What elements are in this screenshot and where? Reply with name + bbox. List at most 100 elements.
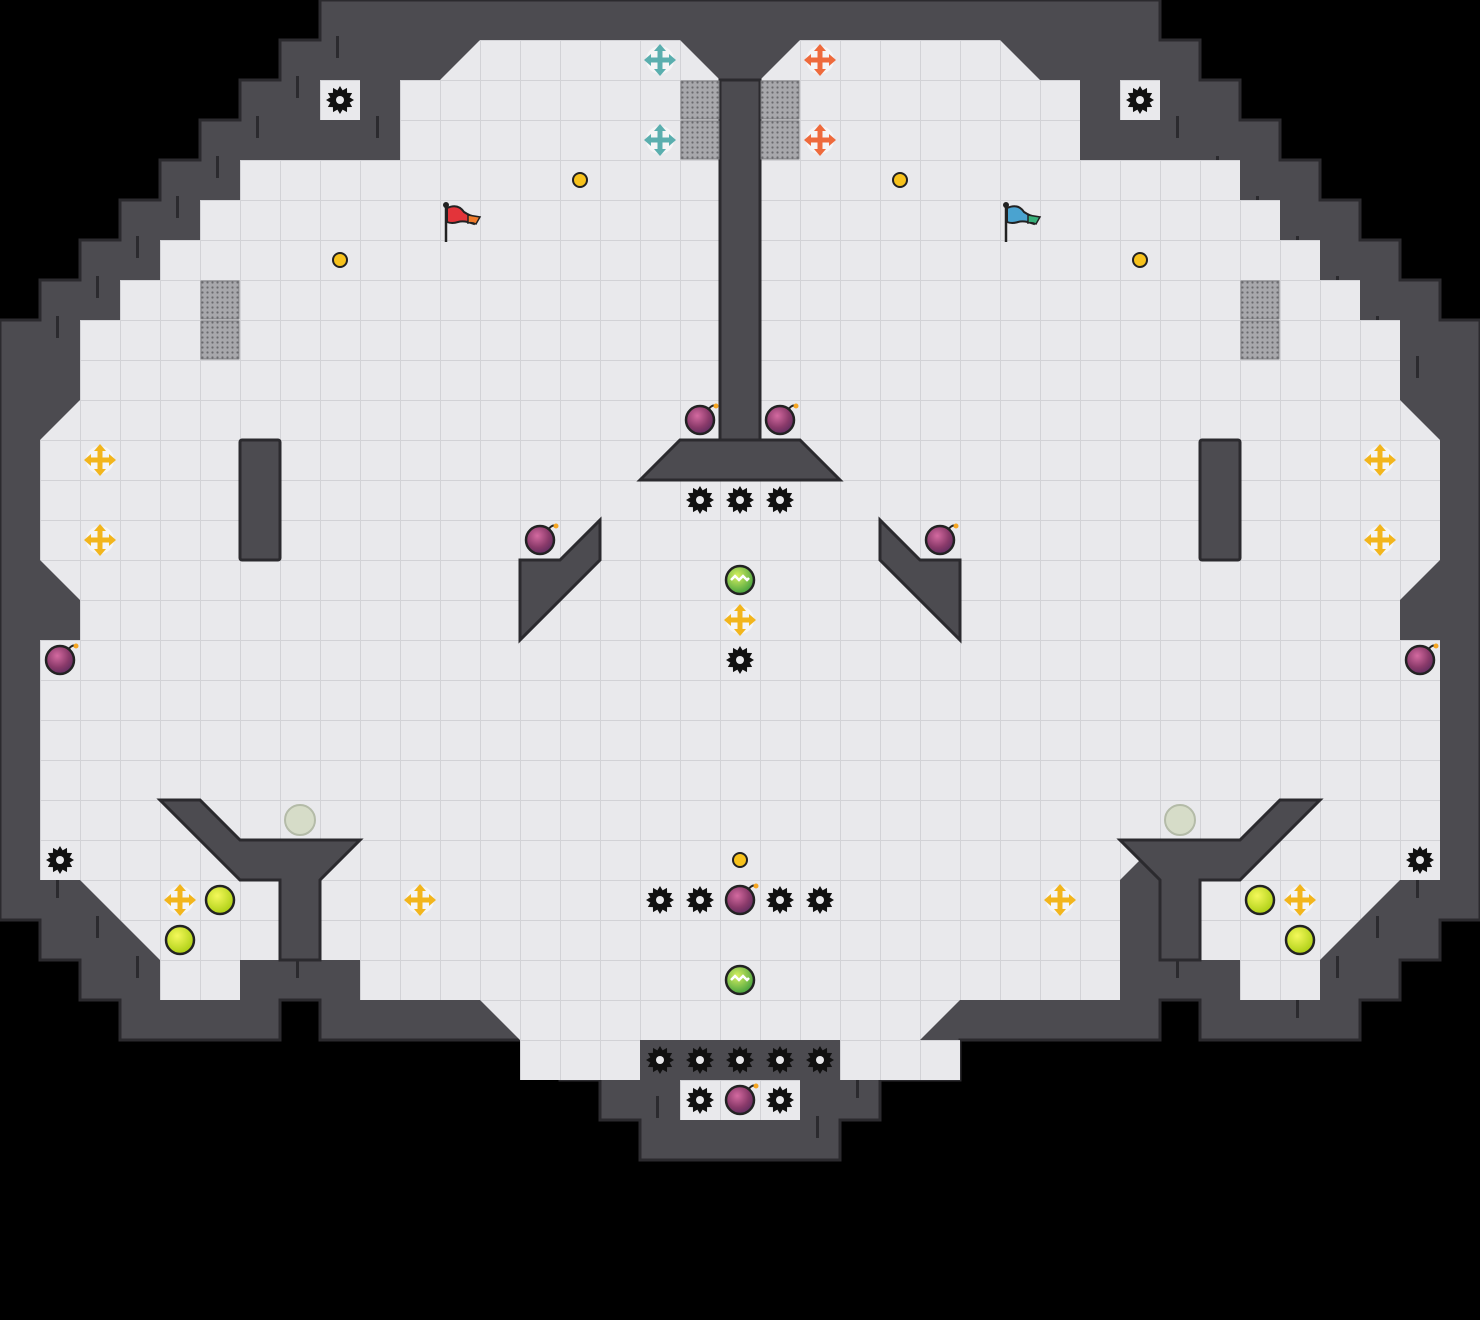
mine-center xyxy=(696,496,704,504)
spike-mine-icon xyxy=(1406,846,1434,874)
mesh-block xyxy=(760,80,800,120)
bomb-icon xyxy=(924,523,959,556)
spike-mine-icon xyxy=(686,886,714,914)
left-lower-wall xyxy=(156,798,364,962)
portal-icon xyxy=(284,804,316,836)
boost-arrowhead xyxy=(174,909,186,916)
mine-center xyxy=(776,1096,784,1104)
wall-tick xyxy=(1296,996,1299,1018)
boost-arrowhead xyxy=(734,604,746,611)
bomb-spark xyxy=(793,403,799,409)
boost-arrows-icon xyxy=(164,884,196,916)
boost-arrowhead xyxy=(429,894,436,906)
wall-tick xyxy=(136,956,139,978)
boost-arrowhead xyxy=(94,444,106,451)
gate-stripe xyxy=(730,574,750,582)
mine-center xyxy=(696,896,704,904)
boost-arrowhead xyxy=(1044,894,1051,906)
bomb-body xyxy=(724,884,756,916)
mine-center xyxy=(56,856,64,864)
boost-arrowhead xyxy=(669,54,676,66)
wall-tick xyxy=(1376,916,1379,938)
wall-tick xyxy=(656,1096,659,1118)
floor-notch-left xyxy=(520,1040,560,1080)
boost-arrowhead xyxy=(1374,469,1386,476)
boost-arrowhead xyxy=(829,134,836,146)
boost-arrowhead xyxy=(1374,444,1386,451)
bomb-body xyxy=(524,524,556,556)
wall-tick xyxy=(1416,356,1419,378)
wall-tick xyxy=(176,196,179,218)
bomb-spark xyxy=(953,523,959,529)
spike-mine-icon xyxy=(766,1086,794,1114)
mesh-block xyxy=(680,80,720,120)
spike-mine-icon xyxy=(686,1086,714,1114)
boost-arrowhead xyxy=(404,894,411,906)
floor-area xyxy=(40,40,1440,1080)
spike-mine-icon xyxy=(646,886,674,914)
red-flag-icon xyxy=(443,202,482,242)
spike-mine-icon xyxy=(806,886,834,914)
boost-arrowhead xyxy=(644,134,651,146)
entities xyxy=(44,44,1439,1116)
wall-tick xyxy=(96,916,99,938)
spike-mine-icon xyxy=(766,486,794,514)
mine-center xyxy=(1416,856,1424,864)
boost-bar-v xyxy=(657,128,663,152)
mine-center xyxy=(336,96,344,104)
bomb-body xyxy=(44,644,76,676)
spike-mine-icon xyxy=(326,86,354,114)
boost-bar-v xyxy=(817,128,823,152)
flag-tip xyxy=(467,214,482,225)
mine-center xyxy=(1136,96,1144,104)
mine-center xyxy=(696,1056,704,1064)
boost-arrows-icon xyxy=(84,524,116,556)
boost-arrowhead xyxy=(1294,884,1306,891)
bomb-body xyxy=(764,404,796,436)
boost-arrowhead xyxy=(724,614,731,626)
mesh-block xyxy=(760,120,800,160)
coin-icon xyxy=(572,172,588,188)
boost-bar-v xyxy=(657,48,663,72)
boost-arrowhead xyxy=(1364,534,1371,546)
bomb-spark xyxy=(1433,643,1439,649)
spike-mine-icon xyxy=(726,486,754,514)
boost-arrowhead xyxy=(654,124,666,131)
powerup-orb-icon xyxy=(1244,884,1276,916)
coin-icon xyxy=(1132,252,1148,268)
flag-tip xyxy=(1027,214,1042,225)
boost-arrowhead xyxy=(84,534,91,546)
boost-arrowhead xyxy=(814,124,826,131)
boost-arrowhead xyxy=(1389,534,1396,546)
boost-arrowhead xyxy=(1284,894,1291,906)
boost-arrows-icon xyxy=(1364,524,1396,556)
boost-arrowhead xyxy=(804,134,811,146)
boost-arrowhead xyxy=(829,54,836,66)
left-ramp xyxy=(518,516,602,644)
boost-arrowhead xyxy=(414,909,426,916)
boost-arrows-icon xyxy=(644,44,676,76)
powerup-orb-icon xyxy=(164,924,196,956)
boost-arrows-icon xyxy=(804,124,836,156)
gate-toggle-icon xyxy=(724,964,756,996)
boost-arrowhead xyxy=(189,894,196,906)
coin-icon xyxy=(332,252,348,268)
boost-bar-v xyxy=(1297,888,1303,912)
boost-bar-v xyxy=(97,448,103,472)
spike-mine-icon xyxy=(646,1046,674,1074)
boost-arrows-icon xyxy=(724,604,756,636)
mesh-block xyxy=(200,280,240,320)
boost-arrowhead xyxy=(654,44,666,51)
wall-tick xyxy=(816,1116,819,1138)
boost-arrowhead xyxy=(1069,894,1076,906)
bomb-body xyxy=(924,524,956,556)
wall-tick xyxy=(336,36,339,58)
bomb-icon xyxy=(724,883,759,916)
boost-arrowhead xyxy=(94,469,106,476)
bomb-body xyxy=(724,1084,756,1116)
powerup-orb-icon xyxy=(1284,924,1316,956)
boost-arrowhead xyxy=(734,629,746,636)
left-pillar xyxy=(238,438,282,562)
inner-walls xyxy=(156,78,1324,962)
